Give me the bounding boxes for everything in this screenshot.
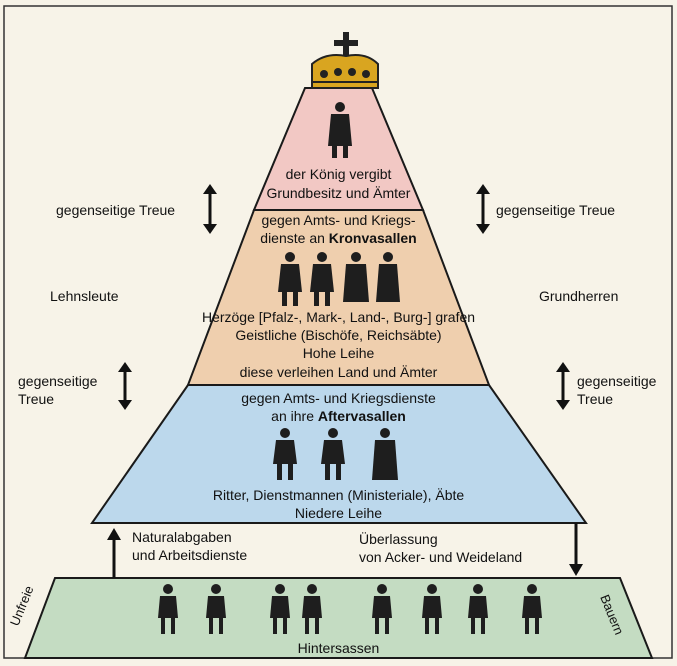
aftervasall-figure-icon — [321, 428, 345, 480]
aftervasall-figure-icon — [372, 428, 398, 480]
flow-up-line-1: Naturalabgaben — [132, 529, 232, 545]
top-line-4: dienste an Kronvasallen — [0, 230, 677, 247]
middle-line-3: Ritter, Dienstmannen (Ministeriale), Äbt… — [212, 487, 465, 503]
top-line-4-prefix: dienste an — [260, 230, 329, 246]
treue-left-lower-2: Treue — [18, 391, 55, 407]
middle-line-1: gegen Amts- und Kriegsdienste — [241, 390, 436, 406]
peasant-figure-icon — [372, 584, 392, 634]
double-arrow-icon — [556, 362, 570, 410]
middle-line-2: an ihre Aftervasallen — [0, 408, 677, 425]
peasant-figure-icon — [422, 584, 442, 634]
kronvasall-figure-icon — [343, 252, 369, 302]
peasant-figure-icon — [302, 584, 322, 634]
upper-line-1: Herzöge [Pfalz-, Mark-, Land-, Burg-] gr… — [201, 309, 476, 325]
lehnsleute-label: Lehnsleute — [50, 288, 119, 304]
aftervasall-figure-icon — [273, 428, 297, 480]
peasant-figure-icon — [468, 584, 488, 634]
double-arrow-icon — [118, 362, 132, 410]
upper-line-4: diese verleihen Land und Ämter — [239, 364, 438, 380]
top-line-2: Grundbesitz und Ämter — [266, 185, 411, 201]
hintersassen-label: Hintersassen — [297, 640, 380, 656]
grundherren-label: Grundherren — [539, 288, 619, 304]
peasant-figure-icon — [158, 584, 178, 634]
upper-line-2: Geistliche (Bischöfe, Reichsäbte) — [235, 327, 442, 343]
flow-down-line-2: von Acker- und Weideland — [359, 549, 523, 565]
treue-right-lower-1: gegenseitige — [577, 373, 657, 389]
top-line-1: der König vergibt — [285, 166, 392, 182]
middle-line-2-prefix: an ihre — [271, 408, 318, 424]
kronvasall-figure-icon — [278, 252, 302, 306]
top-line-3: gegen Amts- und Kriegs- — [261, 212, 416, 228]
treue-left-upper: gegenseitige Treue — [56, 202, 176, 218]
upper-line-3: Hohe Leihe — [302, 345, 375, 361]
treue-left-lower-1: gegenseitige — [18, 373, 98, 389]
flow-up-line-2: und Arbeitsdienste — [132, 547, 248, 563]
kronvasall-figure-icon — [376, 252, 400, 302]
peasant-figure-icon — [206, 584, 226, 634]
double-arrow-icon — [476, 184, 490, 234]
kronvasall-figure-icon — [310, 252, 334, 306]
double-arrow-icon — [203, 184, 217, 234]
peasant-figure-icon — [270, 584, 290, 634]
treue-right-upper: gegenseitige Treue — [496, 202, 616, 218]
peasant-figure-icon — [522, 584, 542, 634]
flow-down-line-1: Überlassung — [359, 531, 438, 547]
aftervasallen-label: Aftervasallen — [317, 408, 406, 424]
treue-right-lower-2: Treue — [577, 391, 614, 407]
down-arrow-icon — [569, 523, 583, 576]
kronvasallen-label: Kronvasallen — [328, 230, 417, 246]
middle-line-4: Niedere Leihe — [294, 505, 383, 521]
tier-hintersassen — [23, 577, 654, 659]
crown-icon — [311, 32, 379, 89]
up-arrow-icon — [107, 528, 121, 578]
king-figure-icon — [328, 102, 352, 158]
